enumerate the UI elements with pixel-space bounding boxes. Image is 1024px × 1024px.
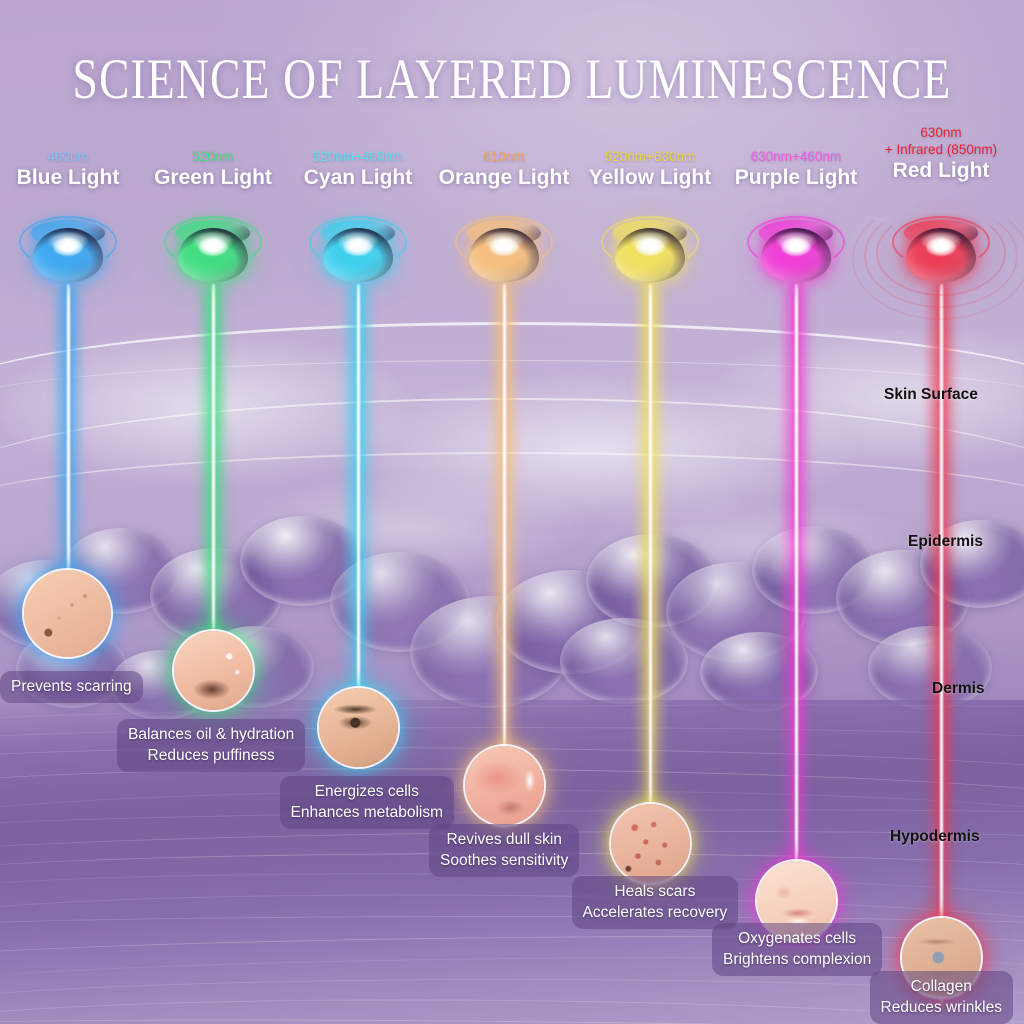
wavelength-label-purple-light: 630nm+460nm	[750, 149, 842, 164]
caption-line: Collagen	[910, 978, 972, 995]
layer-label-hypodermis: Hypodermis	[890, 828, 980, 845]
silk-strand	[0, 916, 1024, 942]
bubble	[920, 520, 1024, 608]
photo-circle-blue-light	[21, 567, 113, 659]
light-name-red-light: Red Light	[892, 159, 990, 182]
caption-line: Accelerates recovery	[582, 904, 728, 921]
caption-line: Brightens complexion	[723, 951, 872, 968]
layer-label-epidermis: Epidermis	[908, 533, 983, 550]
skin-macro-photo	[318, 687, 398, 767]
surface-wave-3	[0, 452, 1024, 572]
skin-macro-photo	[23, 569, 111, 657]
led-halo	[309, 216, 407, 268]
led-halo	[892, 216, 990, 268]
wavelength-line-2: + Infrared (850nm)	[884, 142, 998, 157]
led-emitter-red-light[interactable]	[852, 198, 1024, 320]
led-halo	[601, 216, 699, 268]
surface-wave-1	[0, 322, 1024, 472]
wavelength-label-cyan-light: 520nm+460nm	[312, 149, 404, 164]
led-glow-core	[343, 238, 373, 256]
led-emitter-green-light[interactable]	[164, 216, 262, 288]
light-name-blue-light: Blue Light	[16, 166, 120, 189]
caption-line: Energizes cells	[314, 783, 419, 800]
caption-line: Soothes sensitivity	[440, 852, 569, 869]
light-name-cyan-light: Cyan Light	[303, 166, 413, 189]
caption-blue-light: Prevents scarring	[0, 671, 143, 703]
infrared-ring	[852, 198, 1024, 320]
light-beam-yellow-light	[647, 284, 653, 848]
light-beam-cyan-light	[355, 284, 361, 730]
led-glow-core	[489, 238, 519, 256]
caption-line: Reduces wrinkles	[880, 999, 1002, 1016]
caption-line: Reduces puffiness	[147, 747, 275, 764]
light-name-orange-light: Orange Light	[438, 166, 570, 189]
light-name-purple-light: Purple Light	[734, 166, 858, 189]
caption-line: Heals scars	[614, 883, 696, 900]
light-name-green-light: Green Light	[154, 166, 272, 189]
led-glow-core	[53, 238, 83, 256]
wavelength-label-blue-light: 460nm	[47, 149, 89, 164]
led-glow-core	[635, 238, 665, 256]
bubble	[560, 618, 688, 704]
wavelength-label-orange-light: 610nm	[483, 149, 525, 164]
wavelength-label-green-light: 520nm	[192, 149, 234, 164]
caption-line: Prevents scarring	[11, 678, 132, 695]
caption-line: Revives dull skin	[446, 831, 562, 848]
light-beam-blue-light	[65, 284, 71, 600]
column-header-red-light: 630nm + Infrared (850nm) Red Light	[856, 124, 1024, 184]
layer-label-dermis: Dermis	[932, 680, 985, 697]
light-beam-orange-light	[501, 284, 507, 790]
light-beam-red-light	[938, 284, 944, 1005]
led-halo	[164, 216, 262, 268]
led-emitter-yellow-light[interactable]	[601, 216, 699, 288]
led-halo	[455, 216, 553, 268]
photo-circle-orange-light	[462, 743, 546, 827]
light-beam-purple-light	[793, 284, 799, 905]
wavelength-line-1: 630nm	[920, 125, 962, 140]
wavelength-label-yellow-light: 520nm+630nm	[604, 149, 696, 164]
caption-line: Enhances metabolism	[290, 804, 444, 821]
led-emitter-orange-light[interactable]	[455, 216, 553, 288]
layer-label-skin-surface: Skin Surface	[884, 386, 978, 403]
photo-circle-yellow-light	[608, 801, 692, 885]
led-emitter-cyan-light[interactable]	[309, 216, 407, 288]
led-glow-core	[198, 238, 228, 256]
led-emitter-blue-light[interactable]	[19, 216, 117, 288]
led-emitter-purple-light[interactable]	[747, 216, 845, 288]
skin-macro-photo	[464, 745, 544, 825]
led-halo	[747, 216, 845, 268]
bubble	[868, 626, 992, 710]
led-glow-core	[926, 238, 956, 256]
led-glow-core	[781, 238, 811, 256]
light-beam-green-light	[210, 284, 216, 672]
page-title: SCIENCE OF LAYERED LUMINESCENCE	[72, 48, 952, 112]
caption-line: Oxygenates cells	[738, 930, 857, 947]
led-halo	[19, 216, 117, 268]
photo-circle-green-light	[171, 628, 255, 712]
caption-line: Balances oil & hydration	[128, 726, 295, 743]
skin-macro-photo	[173, 630, 253, 710]
skin-macro-photo	[610, 803, 690, 883]
wavelength-label-red-light: 630nm + Infrared (850nm)	[856, 124, 1024, 158]
photo-circle-cyan-light	[316, 685, 400, 769]
light-name-yellow-light: Yellow Light	[588, 166, 712, 189]
